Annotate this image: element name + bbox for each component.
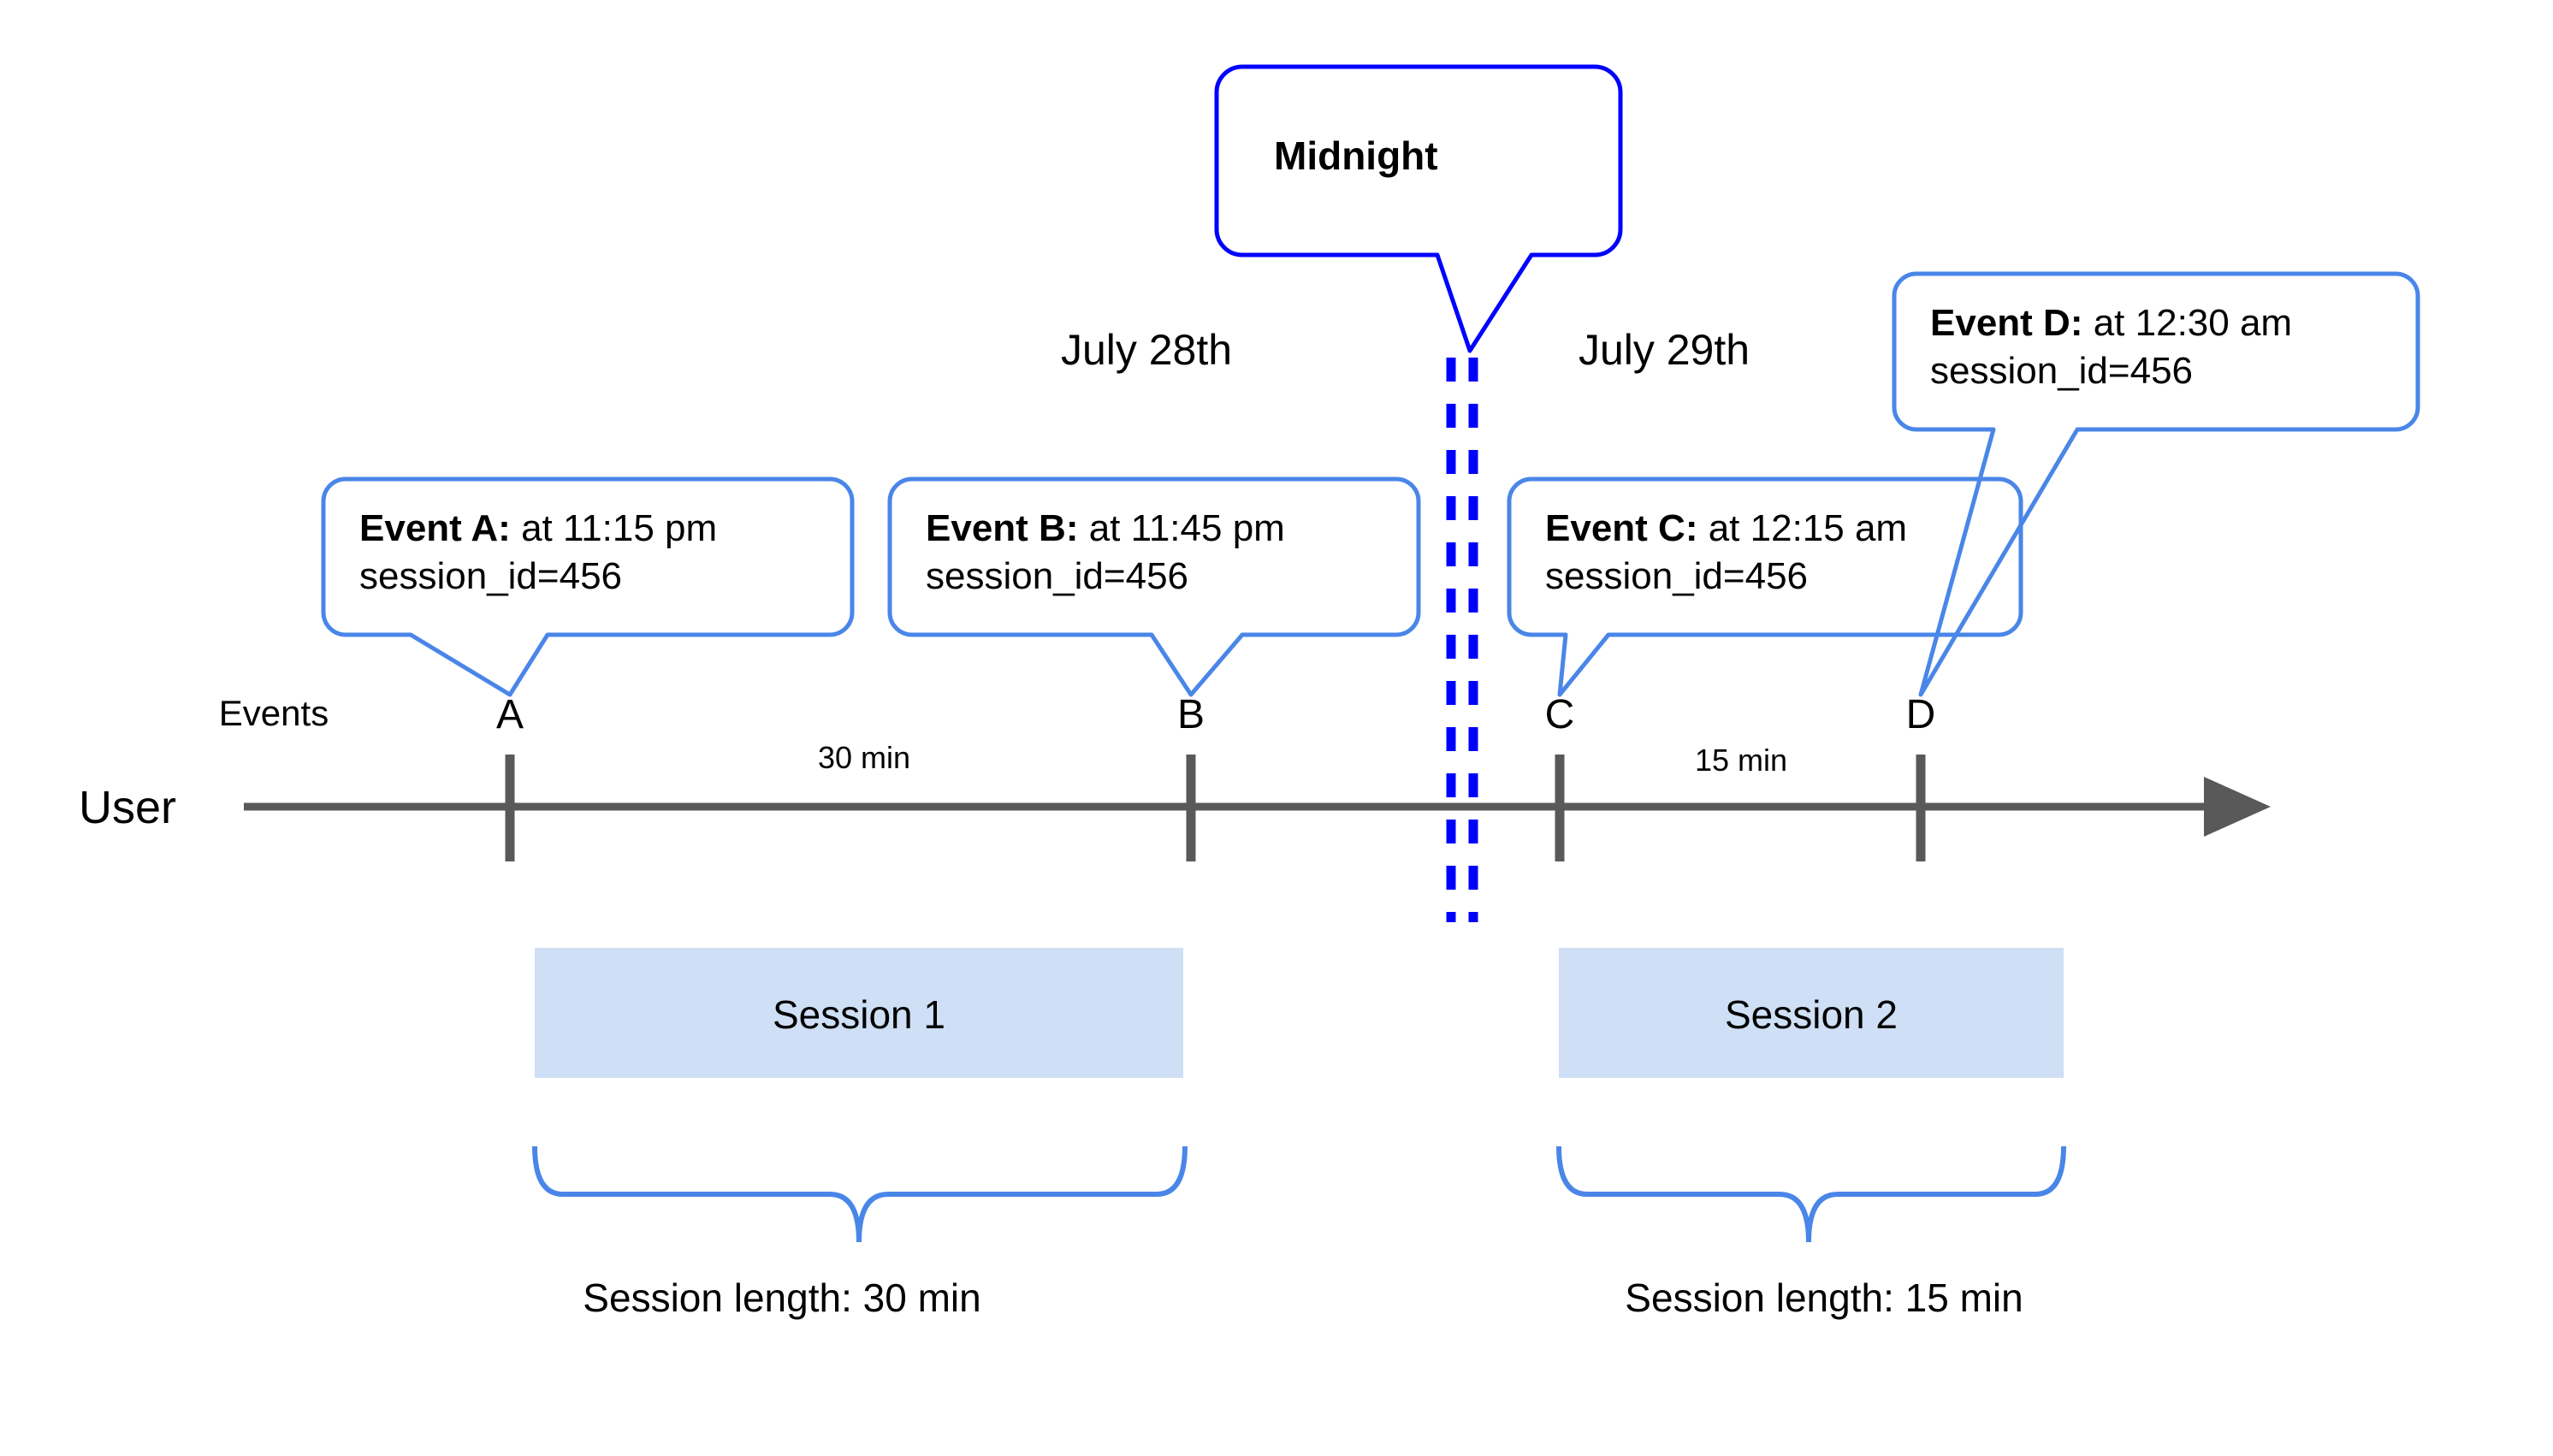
event-d-detail: at 12:30 am	[2082, 302, 2293, 344]
date-label-july-29: July 29th	[1578, 326, 1750, 374]
midnight-dashed-lines	[1446, 358, 1478, 922]
event-a-callout-shape	[321, 476, 855, 697]
event-b-detail: at 11:45 pm	[1078, 507, 1285, 549]
session-2-bar-label: Session 2	[1724, 992, 1898, 1037]
session-2-bar	[1559, 948, 2064, 1078]
event-c-callout-shape	[1507, 476, 2023, 697]
user-row-label: User	[79, 782, 177, 833]
event-b-lead: Event B:	[926, 507, 1079, 549]
event-tick-label-a: A	[495, 692, 524, 737]
session-1-bar-label: Session 1	[772, 992, 946, 1037]
timeline-axis	[244, 777, 2271, 837]
session-2-brace	[1556, 1145, 2066, 1243]
event-tick-label-d: D	[1905, 692, 1936, 737]
event-b-line2: session_id=456	[926, 555, 1189, 597]
event-a-line1: Event A: at 11:15 pm	[359, 505, 717, 553]
date-label-july-28: July 28th	[1060, 326, 1233, 374]
interval-label-30-min: 30 min	[817, 740, 911, 775]
event-c-line2: session_id=456	[1545, 555, 1809, 597]
event-d-line2: session_id=456	[1930, 350, 2194, 392]
event-b-callout-shape	[887, 476, 1421, 697]
session-braces	[532, 1145, 2066, 1243]
session-1-length-label: Session length: 30 min	[583, 1275, 981, 1320]
event-a-lead: Event A:	[359, 507, 511, 549]
event-a-callout-text: Event A: at 11:15 pm session_id=456	[359, 505, 717, 601]
event-d-line1: Event D: at 12:30 am	[1930, 299, 2292, 347]
session-2-length-label: Session length: 15 min	[1625, 1275, 2023, 1320]
event-d-callout-text: Event D: at 12:30 am session_id=456	[1930, 299, 2292, 395]
session-bars	[535, 948, 2064, 1078]
event-tick-label-b: B	[1176, 692, 1205, 737]
event-c-lead: Event C:	[1545, 507, 1698, 549]
event-a-line2: session_id=456	[359, 555, 623, 597]
event-tick-label-c: C	[1544, 692, 1575, 737]
interval-label-15-min: 15 min	[1694, 743, 1788, 778]
midnight-callout-shape	[1214, 64, 1623, 353]
event-c-detail: at 12:15 am	[1697, 507, 1908, 549]
event-c-line1: Event C: at 12:15 am	[1545, 505, 1907, 553]
event-a-detail: at 11:15 pm	[510, 507, 718, 549]
event-b-callout-text: Event B: at 11:45 pm session_id=456	[926, 505, 1285, 601]
session-1-bar	[535, 948, 1183, 1078]
session-1-brace	[532, 1145, 1188, 1243]
event-d-lead: Event D:	[1930, 302, 2083, 344]
events-row-label: Events	[218, 693, 329, 733]
event-d-callout-shape	[1892, 271, 2420, 697]
event-tick-marks	[505, 755, 1926, 861]
midnight-label: Midnight	[1274, 133, 1438, 178]
event-b-line1: Event B: at 11:45 pm	[926, 505, 1285, 553]
event-c-callout-text: Event C: at 12:15 am session_id=456	[1545, 505, 1907, 601]
